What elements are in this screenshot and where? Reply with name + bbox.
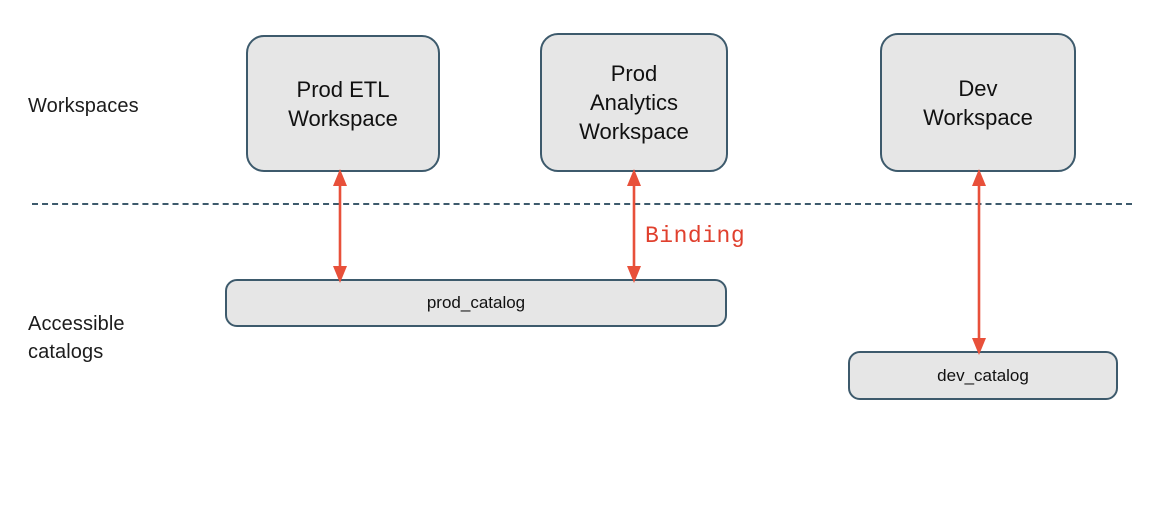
catalog-node-prod-catalog: prod_catalog	[225, 279, 727, 327]
row-label-workspaces: Workspaces	[28, 95, 139, 117]
row-label-accessible-catalogs: Accessible catalogs	[28, 313, 125, 363]
catalog-node-dev-catalog: dev_catalog	[848, 351, 1118, 400]
binding-arrow-dev-to-dev-catalog	[972, 169, 986, 355]
workspace-node-dev: Dev Workspace	[880, 33, 1076, 172]
binding-annotation-label: Binding	[645, 223, 746, 249]
binding-arrow-prod-analytics-to-prod-catalog	[627, 169, 641, 283]
divider-dashed-line	[32, 203, 1132, 205]
binding-arrow-prod-etl-to-prod-catalog	[333, 169, 347, 283]
workspace-node-prod-etl: Prod ETL Workspace	[246, 35, 440, 172]
workspace-node-prod-analytics: Prod Analytics Workspace	[540, 33, 728, 172]
